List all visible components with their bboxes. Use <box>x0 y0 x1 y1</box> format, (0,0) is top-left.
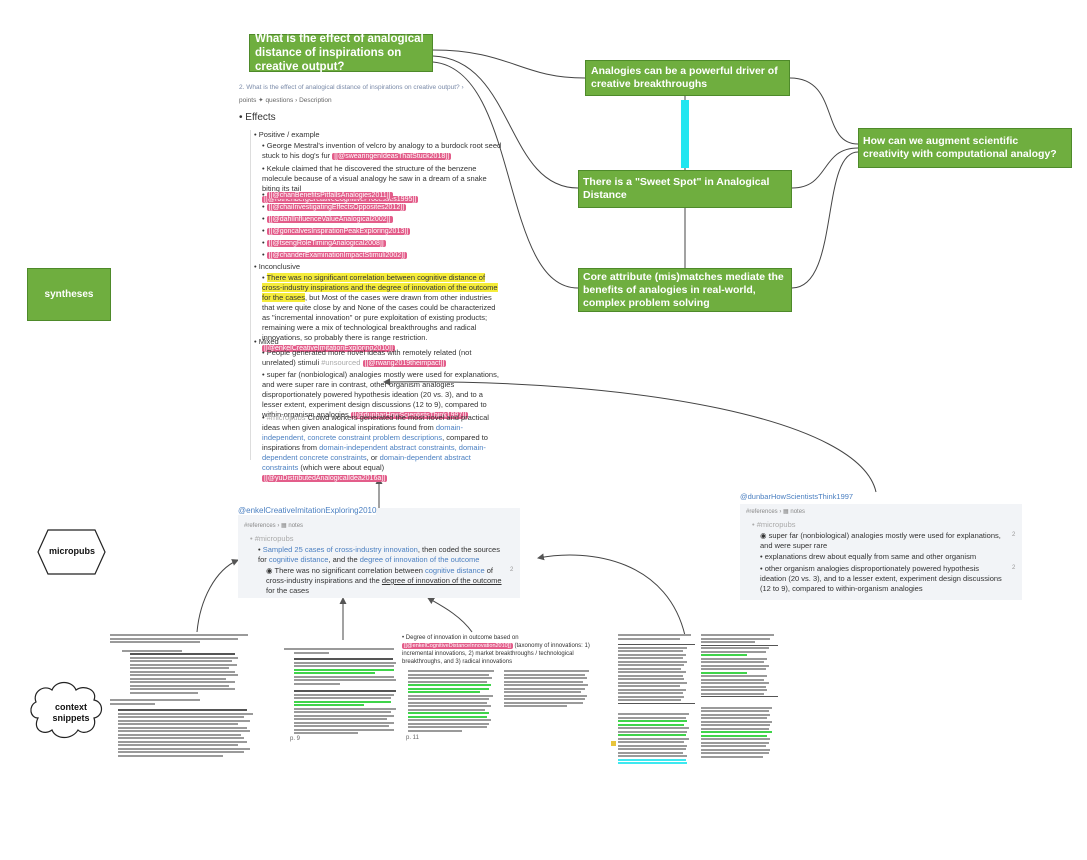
positive-item-8: • [[@chanderExaminationImpactStimuli2002… <box>262 250 408 259</box>
positive-heading: • Positive / example <box>254 130 320 139</box>
cyan-highlight-bar <box>681 100 689 168</box>
ref-count: 2 <box>510 567 514 573</box>
mixed-item-3: • #micropubs Crowd workers generated the… <box>262 413 489 482</box>
edge-question-sweetspot <box>432 55 579 189</box>
notes-icon: ▦ <box>783 509 789 515</box>
claim-question-text: What is the effect of analogical distanc… <box>255 33 424 73</box>
syntheses-label: syntheses <box>44 289 94 300</box>
positive-item-4: • [[@chaiInvestigatingEffectsOpposites20… <box>262 202 407 211</box>
positive-item-2: • Kekule claimed that he discovered the … <box>262 164 487 203</box>
chevron-right-icon: › <box>295 97 298 104</box>
micropubs-label: micropubs <box>48 546 95 556</box>
inconclusive-heading: • Inconclusive <box>254 262 300 271</box>
inconclusive-item: • There was no significant correlation b… <box>262 273 498 352</box>
mixed-item-1: • People generated more novel ideas with… <box>262 348 472 367</box>
micropub-meta: #references › ▦ notes <box>746 509 806 515</box>
citation-tag[interactable]: [[@enkelCreativeImitationExploring2010]] <box>262 345 395 352</box>
claim-augment-text: How can we augment scientific creativity… <box>863 135 1057 160</box>
context-snippets-cloud <box>30 681 103 739</box>
bullet-dot: • <box>239 112 246 123</box>
snippet-1[interactable] <box>110 634 260 810</box>
edge-sweetspot-augment <box>791 147 859 189</box>
citation-tag[interactable]: [[@chanderExaminationImpactStimuli2002]] <box>266 252 408 259</box>
page-meta: points ✦ questions › Description <box>239 96 332 104</box>
claim-analogies[interactable]: Analogies can be a powerful driver of cr… <box>585 60 790 96</box>
micropub-claim-1: • Sampled 25 cases of cross-industry inn… <box>258 545 500 564</box>
micropub-enkel: @enkelCreativeImitationExploring2010 #re… <box>238 506 520 598</box>
micropub-tag: • #micropubs <box>250 534 294 543</box>
effects-heading: • Effects <box>239 112 276 123</box>
edge-question-coreattr <box>432 61 579 289</box>
edge-snip4-to-mp <box>537 553 687 641</box>
citation-tag[interactable]: [[@tsengRoleTimingAnalogical2008]] <box>266 240 386 247</box>
micropub-item-1: ◉ super far (nonbiological) analogies mo… <box>760 531 1001 550</box>
snippet-page: p. 11 <box>406 735 419 741</box>
micropub-item-2: • explanations drew about equally from s… <box>760 552 977 561</box>
citation-tag[interactable]: [[@goncalvesInspirationPeakExploring2013… <box>266 228 411 235</box>
citation-tag[interactable]: [[@yuDistributedAnalogicalIdea2016a]] <box>262 475 388 482</box>
micropub-item-3: • other organism analogies disproportion… <box>760 564 1002 593</box>
claim-sweet-spot[interactable]: There is a "Sweet Spot" in Analogical Di… <box>578 170 792 208</box>
claim-analogies-text: Analogies can be a powerful driver of cr… <box>591 65 778 90</box>
claim-sweet-spot-text: There is a "Sweet Spot" in Analogical Di… <box>583 176 770 201</box>
positive-item-7: • [[@tsengRoleTimingAnalogical2008]] <box>262 238 386 247</box>
citation-tag[interactable]: [[@dahlInfluenceValueAnalogical2002]] <box>266 216 393 223</box>
micropub-claim-2: ◉ There was no significant correlation b… <box>266 566 502 595</box>
claim-augment[interactable]: How can we augment scientific creativity… <box>858 128 1072 168</box>
positive-item-3: • [[@chanBenefitsPitfallsAnalogies2011]] <box>262 190 393 199</box>
micropub-title[interactable]: @dunbarHowScientistsThink1997 <box>740 492 854 501</box>
micropub-dunbar: @dunbarHowScientistsThink1997 #reference… <box>740 492 1022 600</box>
citation-tag[interactable]: [[@dunbarHowScientistsThink1997]] <box>350 412 469 419</box>
claim-core-attr-text: Core attribute (mis)matches mediate the … <box>583 270 784 309</box>
micropub-meta: #references › ▦ notes <box>244 523 304 529</box>
positive-item-1: • George Mestral's invention of velcro b… <box>262 141 502 160</box>
citation-tag[interactable]: [[@swearingenIdeasThatStuck2018]] <box>332 153 452 160</box>
claim-core-attr[interactable]: Core attribute (mis)matches mediate the … <box>578 268 792 312</box>
edge-dunbar-to-page <box>383 378 877 493</box>
meta-questions[interactable]: questions <box>265 97 294 104</box>
breadcrumb[interactable]: 2. What is the effect of analogical dist… <box>239 84 464 91</box>
chevron-right-icon: › <box>461 84 464 91</box>
ref-count: 2 <box>1012 532 1016 538</box>
edge-snip3-to-mp <box>427 597 473 633</box>
ref-count: 2 <box>1012 565 1016 571</box>
snippet-3[interactable]: • Degree of innovation in outcome based … <box>398 634 594 784</box>
breadcrumb-text: 2. What is the effect of analogical dist… <box>239 84 460 91</box>
snippet-3-head: • Degree of innovation in outcome based … <box>402 635 590 665</box>
positive-item-6: • [[@goncalvesInspirationPeakExploring20… <box>262 226 411 235</box>
edge-coreattr-augment <box>791 151 859 289</box>
bulb-icon: ✦ <box>258 97 264 104</box>
micropub-title[interactable]: @enkelCreativeImitationExploring2010 <box>238 506 377 515</box>
meta-description[interactable]: Description <box>299 97 332 104</box>
syntheses-box[interactable]: syntheses <box>27 268 111 321</box>
mixed-heading: • Mixed <box>254 337 279 346</box>
citation-tag[interactable]: [[@rothenbergCreativeCognitiveProcesses1… <box>262 196 419 203</box>
snippet-page: p. 9 <box>290 736 301 742</box>
snippet-2[interactable]: p. 9 <box>284 648 400 790</box>
context-snippets-label: context snippets <box>52 702 90 723</box>
notes-icon: ▦ <box>281 523 287 529</box>
effects-heading-text: Effects <box>245 112 276 123</box>
edge-question-analogies <box>432 49 586 79</box>
mixed-item-2: • super far (nonbiological) analogies mo… <box>262 370 499 419</box>
edge-analogies-augment <box>789 77 859 145</box>
citation-tag[interactable]: [[@enkelCognitiveDistanceInnovation2010]… <box>402 643 513 649</box>
snippet-pin-icon <box>611 741 616 746</box>
micropubs-hexagon <box>37 529 106 575</box>
citation-tag[interactable]: [[@chaiInvestigatingEffectsOpposites2012… <box>266 204 407 211</box>
question-page: 2. What is the effect of analogical dist… <box>236 82 511 482</box>
citation-tag[interactable]: [[@rwang2019theimpact]] <box>362 360 447 367</box>
snippet-4[interactable] <box>618 634 778 820</box>
edge-snip1-to-mp <box>196 559 239 633</box>
positive-item-5: • [[@dahlInfluenceValueAnalogical2002]] <box>262 214 393 223</box>
claim-question[interactable]: What is the effect of analogical distanc… <box>249 33 433 73</box>
meta-points[interactable]: points <box>239 97 257 104</box>
micropub-tag: • #micropubs <box>752 520 796 529</box>
outline-guide <box>250 130 251 460</box>
citation-tag[interactable]: [[@chanBenefitsPitfallsAnalogies2011]] <box>266 192 393 199</box>
